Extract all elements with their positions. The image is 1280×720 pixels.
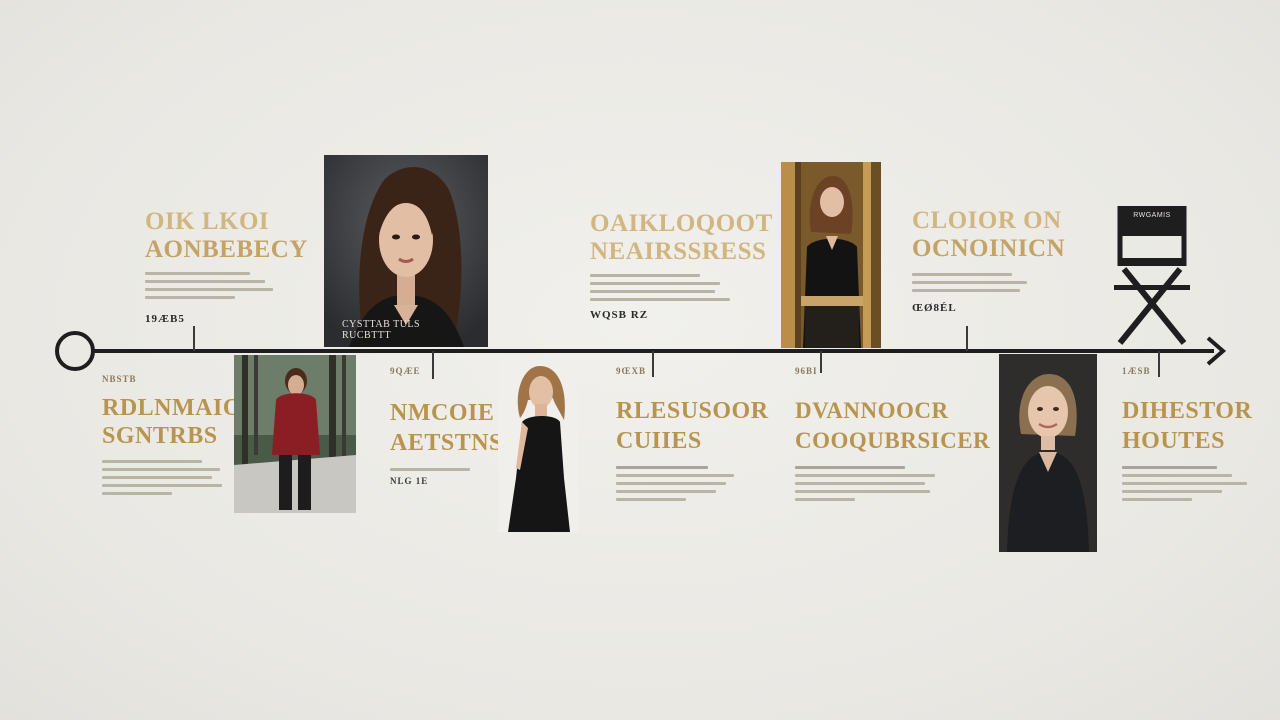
milestone-heading-line-1: OAIKLOQOOT (590, 210, 773, 237)
milestone-heading-line-2: AONBEBECY (145, 236, 308, 263)
milestone-year: 9QÆE (390, 366, 421, 376)
milestone-heading-line-2: OCNOINICN (912, 235, 1066, 262)
milestone-7: 96BI DVANNOOCR COOQUBRSICER (795, 366, 991, 506)
timeline-tick (1158, 351, 1160, 377)
milestone-description (1122, 466, 1247, 501)
milestone-5: OAIKLOQOOT NEAIRSSRESS WQSB RZ (590, 210, 773, 321)
timeline-tick (966, 326, 968, 351)
milestone-description (795, 466, 935, 501)
timeline-tick (193, 326, 195, 351)
milestone-1: OIK LKOI AONBEBECY 19ÆB5 (145, 208, 315, 325)
actress-portrait-dark (999, 354, 1097, 552)
milestone-heading-line-2: COOQUBRSICER (795, 428, 991, 453)
actress-photo-podium (781, 162, 881, 348)
milestone-4: 9QÆE NMCOIE AETSTNS NLG 1E (390, 366, 503, 486)
milestone-heading-line-1: DVANNOOCR (795, 398, 949, 423)
milestone-year: 19ÆB5 (145, 313, 185, 325)
milestone-heading-line-1: RDLNMAIONS (102, 395, 274, 421)
milestone-description (145, 272, 273, 299)
milestone-heading-line-1: CLOIOR ON (912, 207, 1062, 234)
milestone-heading-line-1: OIK LKOI (145, 208, 270, 235)
milestone-year: 96BI (795, 366, 818, 376)
milestone-description (390, 468, 480, 471)
milestone-heading-line-1: DIHESTOR (1122, 398, 1253, 424)
timeline-tick (652, 351, 654, 377)
milestone-description (912, 273, 1027, 292)
milestone-heading-line-2: HOUTES (1122, 428, 1226, 454)
chair-label: RWGAMIS (1133, 212, 1171, 219)
milestone-9: 1ÆSB DIHESTOR HOUTES (1122, 366, 1262, 506)
actress-photo-forest (234, 355, 356, 513)
timeline-tick (820, 351, 822, 373)
milestone-year: NBSTB (102, 374, 137, 384)
milestone-description (590, 274, 730, 301)
milestone-year: WQSB RZ (590, 309, 649, 321)
timeline-tick (432, 351, 434, 379)
milestone-sub-year: NLG 1E (390, 476, 429, 486)
milestone-year: 1ÆSB (1122, 366, 1151, 376)
milestone-2: NBSTB RDLNMAIONS SGNTRBS (102, 374, 274, 500)
actress-photo-black-dress (498, 358, 578, 532)
portrait-caption: CYSTTAB TULS RUCBTTT (342, 319, 421, 341)
milestone-heading-line-2: CUIIES (616, 428, 702, 454)
director-chair-icon (1114, 206, 1190, 345)
actress-portrait-studio: CYSTTAB TULS RUCBTTT (324, 155, 488, 347)
milestone-heading-line-2: NEAIRSSRESS (590, 238, 767, 265)
milestone-year: ŒØ8ÉL (912, 302, 957, 314)
milestone-heading-line-1: RLESUSOOR (616, 398, 769, 424)
timeline-arrow-icon (1206, 336, 1227, 366)
milestone-6: 9ŒXB RLESUSOOR CUIIES (616, 366, 769, 506)
milestone-heading-line-1: NMCOIE (390, 400, 495, 426)
milestone-description (616, 466, 734, 501)
milestone-heading-line-2: SGNTRBS (102, 423, 218, 449)
timeline-start-circle-icon (55, 331, 95, 371)
milestone-year: 9ŒXB (616, 366, 647, 376)
milestone-8: CLOIOR ON OCNOINICN ŒØ8ÉL (912, 207, 1066, 314)
milestone-heading-line-2: AETSTNS (390, 430, 503, 456)
milestone-description (102, 460, 222, 495)
